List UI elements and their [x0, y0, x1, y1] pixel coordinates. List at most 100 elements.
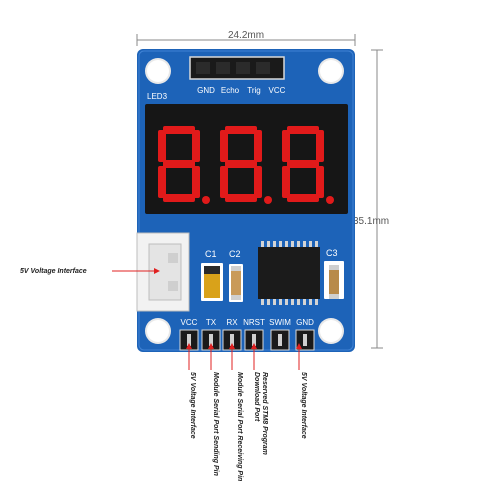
pin-label-rx: RX [226, 318, 238, 327]
digit-3-dot [326, 196, 334, 204]
chip-pin [291, 299, 294, 305]
digit-1-segment-5 [192, 130, 200, 162]
digit-3-segment-3 [287, 194, 319, 202]
chip-pin [279, 241, 282, 247]
chip-pin [261, 299, 264, 305]
chip-pin [303, 241, 306, 247]
callout-gnd-label: 5V Voltage Interface [300, 372, 307, 439]
callout-rx: Module Serial Port Receiving Pin [229, 372, 243, 496]
digit-1-segment-7 [192, 166, 200, 198]
digit-3-segment-4 [282, 130, 290, 162]
chip-pin [309, 299, 312, 305]
led-label: LED3 [147, 92, 168, 101]
digit-3-segment-5 [316, 130, 324, 162]
callout-vcc: 5V Voltage Interface [182, 372, 196, 496]
mounting-hole-top-left [145, 58, 171, 84]
digit-2-segment-4 [220, 130, 228, 162]
callout-arrow-3 [229, 343, 235, 349]
callout-stm8-line1: Reserved STM8 Program [261, 372, 268, 455]
header-pin-1-contact [187, 334, 191, 346]
digit-2 [220, 126, 272, 204]
capacitor-c1 [201, 263, 223, 301]
chip-pin [273, 299, 276, 305]
callout-line-left [112, 268, 160, 274]
bottom-callout-lines [186, 343, 302, 370]
chip-pin [315, 299, 318, 305]
stm8-chip [258, 241, 320, 305]
digit-1-segment-3 [163, 194, 195, 202]
digit-3-segment-7 [316, 166, 324, 198]
width-label: 24.2mm [228, 30, 264, 41]
digit-2-segment-7 [254, 166, 262, 198]
chip-pin [279, 299, 282, 305]
digit-2-segment-3 [225, 194, 257, 202]
callout-vcc-label: 5V Voltage Interface [189, 372, 196, 439]
callout-arrow-2 [208, 343, 214, 349]
chip-pin [315, 241, 318, 247]
pin-label-vcc: VCC [181, 318, 198, 327]
digit-1-segment-4 [158, 130, 166, 162]
callout-gnd: 5V Voltage Interface [293, 372, 307, 496]
display-digits [158, 126, 334, 204]
header-label-trig: Trig [247, 86, 260, 95]
top-pin-header [189, 56, 285, 80]
callout-left-label: 5V Voltage Interface [20, 268, 87, 275]
callout-rx-label: Module Serial Port Receiving Pin [236, 372, 243, 482]
callout-tx: Module Serial Port Sending Pin [205, 372, 219, 496]
width-dimension [136, 34, 356, 46]
capacitor-c3 [324, 261, 344, 299]
header-pin-6-contact [303, 334, 307, 346]
capacitor-c2 [229, 264, 243, 302]
callout-tx-label: Module Serial Port Sending Pin [212, 372, 219, 476]
chip-pin [267, 241, 270, 247]
header-pin-5-contact [278, 334, 282, 346]
callout-arrow-1 [186, 343, 192, 349]
chip-pin [303, 299, 306, 305]
digit-1-segment-2 [163, 160, 195, 168]
header-pin-3-contact [230, 334, 234, 346]
digit-1-dot [202, 196, 210, 204]
header-label-gnd: GND [197, 86, 215, 95]
pin-label-swim: SWIM [269, 318, 291, 327]
pin-label-tx: TX [206, 318, 217, 327]
digit-1-segment-6 [158, 166, 166, 198]
label-c3: C3 [326, 248, 338, 258]
bottom-pin-header [179, 329, 315, 351]
digit-1-segment-1 [163, 126, 195, 134]
digit-1 [158, 126, 210, 204]
callout-stm8-line2: Download Port [253, 372, 260, 422]
header-pin-4-contact [252, 334, 256, 346]
digit-3-segment-1 [287, 126, 319, 134]
digit-3 [282, 126, 334, 204]
label-c1: C1 [205, 249, 217, 259]
digit-2-segment-5 [254, 130, 262, 162]
height-dimension [371, 49, 383, 349]
digit-2-segment-1 [225, 126, 257, 134]
chip-pin [267, 299, 270, 305]
chip-pin [273, 241, 276, 247]
pin-label-gnd: GND [296, 318, 314, 327]
mounting-hole-bottom-left [145, 318, 171, 344]
mounting-hole-bottom-right [318, 318, 344, 344]
chip-pin [309, 241, 312, 247]
digit-3-segment-6 [282, 166, 290, 198]
callout-arrow-4 [251, 343, 257, 349]
chip-pin [297, 241, 300, 247]
callout-arrow-5 [296, 343, 302, 349]
label-c2: C2 [229, 249, 241, 259]
mounting-hole-top-right [318, 58, 344, 84]
header-label-echo: Echo [221, 86, 240, 95]
chip-pin [261, 241, 264, 247]
digit-2-segment-2 [225, 160, 257, 168]
digit-2-dot [264, 196, 272, 204]
jst-connector [136, 232, 190, 312]
chip-pin [285, 299, 288, 305]
header-label-vcc: VCC [269, 86, 286, 95]
digit-2-segment-6 [220, 166, 228, 198]
height-label: 35.1mm [353, 216, 389, 227]
header-pin-2-contact [209, 334, 213, 346]
pin-label-nrst: NRST [243, 318, 265, 327]
